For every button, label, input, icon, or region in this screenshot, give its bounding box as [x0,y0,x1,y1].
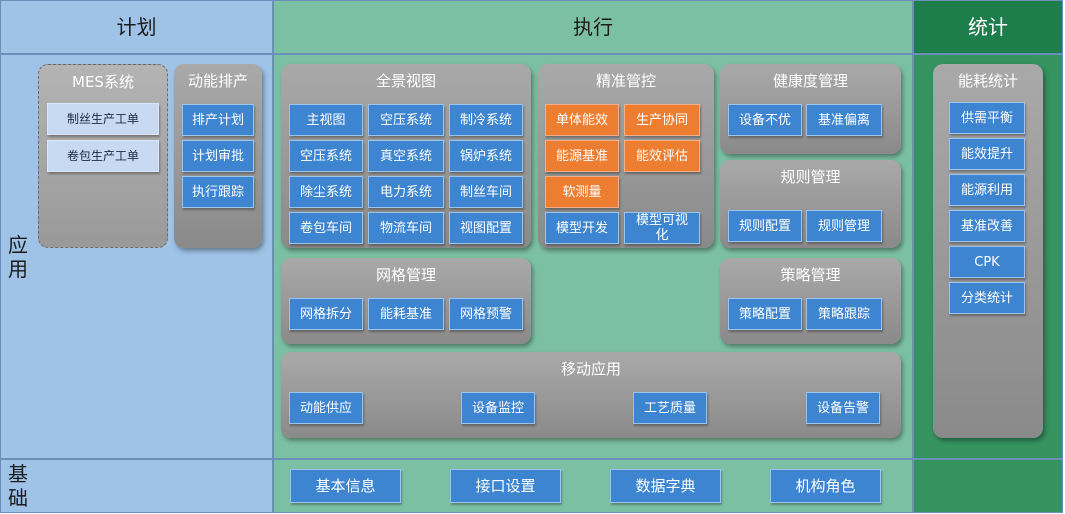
panorama-item[interactable]: 主视图 [289,104,363,136]
schedule-tracking-button[interactable]: 执行跟踪 [182,176,254,208]
rule-item[interactable]: 规则管理 [806,210,882,242]
stat-item[interactable]: 供需平衡 [949,102,1025,134]
precision-item[interactable]: 能效评估 [624,140,700,172]
mobile-item[interactable]: 动能供应 [289,392,363,424]
panorama-item[interactable]: 锅炉系统 [449,140,523,172]
panorama-item[interactable]: 制冷系统 [449,104,523,136]
mobile-item[interactable]: 设备告警 [806,392,880,424]
health-management-title: 健康度管理 [772,72,848,90]
panorama-item[interactable]: 空压系统 [368,104,444,136]
stat-item[interactable]: CPK [949,246,1025,278]
precision-control-title: 精准管控 [595,72,656,90]
health-item[interactable]: 基准偏离 [806,104,882,136]
strategy-item[interactable]: 策略跟踪 [806,298,882,330]
mes-item-pack-order[interactable]: 卷包生产工单 [47,140,159,172]
mes-item-silk-order[interactable]: 制丝生产工单 [47,103,159,135]
header-plan: 计划 [0,0,273,54]
panorama-item[interactable]: 卷包车间 [289,212,363,244]
panorama-item[interactable]: 物流车间 [368,212,444,244]
energy-stats-panel: 能耗统计 供需平衡 能效提升 能源利用 基准改善 CPK 分类统计 [933,64,1043,438]
schedule-plan-button[interactable]: 排产计划 [182,104,254,136]
grid-management-title: 网格管理 [375,266,436,284]
row-label-app: 应用 [8,233,28,281]
mobile-item[interactable]: 设备监控 [461,392,535,424]
grid-item[interactable]: 能耗基准 [368,298,444,330]
panorama-item[interactable]: 除尘系统 [289,176,363,208]
panorama-item[interactable]: 电力系统 [368,176,444,208]
mobile-item[interactable]: 工艺质量 [633,392,707,424]
strategy-item[interactable]: 策略配置 [728,298,802,330]
rule-management-panel: 规则管理 规则配置 规则管理 [720,160,901,248]
energy-schedule-panel: 动能排产 排产计划 计划审批 执行跟踪 [174,64,262,248]
mobile-app-panel: 移动应用 动能供应 设备监控 工艺质量 设备告警 [281,352,901,438]
interface-settings-button[interactable]: 接口设置 [450,469,561,503]
grid-item[interactable]: 网格拆分 [289,298,363,330]
precision-item[interactable]: 软测量 [545,176,619,208]
panorama-title: 全景视图 [375,72,436,90]
panorama-item[interactable]: 空压系统 [289,140,363,172]
stat-item[interactable]: 能源利用 [949,174,1025,206]
header-stat: 统计 [913,0,1063,54]
grid-management-panel: 网格管理 网格拆分 能耗基准 网格预警 [281,258,531,344]
mes-system-panel: MES系统 制丝生产工单 卷包生产工单 [38,64,168,248]
rule-management-title: 规则管理 [780,168,841,186]
strategy-management-panel: 策略管理 策略配置 策略跟踪 [720,258,901,344]
stat-item[interactable]: 基准改善 [949,210,1025,242]
header-exec: 执行 [273,0,913,54]
stat-item[interactable]: 能效提升 [949,138,1025,170]
precision-item[interactable]: 模型可视化 [624,212,700,244]
org-roles-button[interactable]: 机构角色 [770,469,881,503]
base-info-button[interactable]: 基本信息 [290,469,401,503]
health-item[interactable]: 设备不优 [728,104,802,136]
energy-schedule-title: 动能排产 [187,72,248,90]
row-label-base: 基础 [8,462,28,510]
data-dictionary-button[interactable]: 数据字典 [610,469,721,503]
base-plan-cell [0,459,273,513]
mobile-app-title: 移动应用 [560,360,621,378]
grid-item[interactable]: 网格预警 [449,298,523,330]
panorama-item[interactable]: 制丝车间 [449,176,523,208]
precision-control-panel: 精准管控 单体能效 生产协同 能源基准 能效评估 软测量 模型开发 模型可视化 [538,64,714,248]
precision-item[interactable]: 生产协同 [624,104,700,136]
schedule-approval-button[interactable]: 计划审批 [182,140,254,172]
precision-item[interactable]: 单体能效 [545,104,619,136]
health-management-panel: 健康度管理 设备不优 基准偏离 [720,64,901,154]
precision-item[interactable]: 模型开发 [545,212,619,244]
mes-system-title: MES系统 [72,73,134,91]
panorama-item[interactable]: 真空系统 [368,140,444,172]
panorama-panel: 全景视图 主视图 空压系统 制冷系统 空压系统 真空系统 锅炉系统 除尘系统 电… [281,64,531,248]
stat-item[interactable]: 分类统计 [949,282,1025,314]
energy-stats-title: 能耗统计 [957,72,1018,90]
precision-item[interactable]: 能源基准 [545,140,619,172]
base-stat-cell [913,459,1063,513]
panorama-item[interactable]: 视图配置 [449,212,523,244]
strategy-management-title: 策略管理 [780,266,841,284]
rule-item[interactable]: 规则配置 [728,210,802,242]
